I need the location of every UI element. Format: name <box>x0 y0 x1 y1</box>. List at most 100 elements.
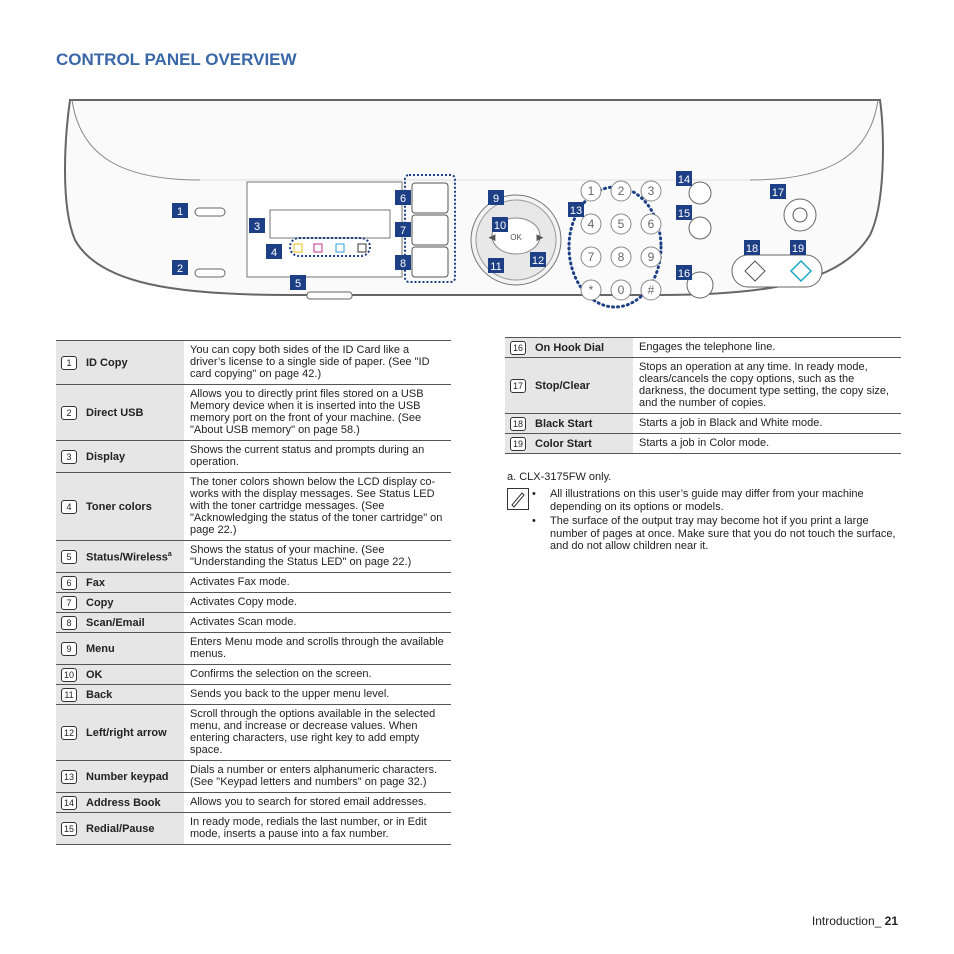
ok-button-label: OK <box>510 233 522 242</box>
toner-magenta-icon <box>313 243 323 253</box>
row-number-cell: 1 <box>56 340 82 385</box>
feature-description: Shows the status of your machine. (See "… <box>184 540 451 573</box>
row-number-badge: 18 <box>510 416 526 431</box>
table-row: 15 Redial/Pause In ready mode, redials the… <box>56 812 451 845</box>
feature-name: Left/right arrow <box>82 704 184 761</box>
row-number-cell: 4 <box>56 472 82 541</box>
id-copy-button[interactable] <box>194 207 226 217</box>
row-number-badge: 4 <box>61 499 77 514</box>
feature-description: Engages the telephone line. <box>633 337 901 358</box>
keypad-key[interactable] <box>580 279 602 301</box>
keypad-key-label: 7 <box>588 250 595 264</box>
keypad-key[interactable] <box>610 213 632 235</box>
callout-number: 13 <box>570 205 582 217</box>
callout-badge <box>266 244 282 259</box>
feature-name-text: Status/Wireless <box>86 551 168 564</box>
row-number-badge: 6 <box>61 575 77 590</box>
row-number-badge: 1 <box>61 355 77 370</box>
redial-pause-button[interactable] <box>688 216 712 240</box>
keypad-key[interactable] <box>640 213 662 235</box>
feature-description: Starts a job in Black and White mode. <box>633 413 901 434</box>
keypad-key[interactable] <box>610 180 632 202</box>
copy-button[interactable] <box>411 214 449 246</box>
keypad-key[interactable] <box>580 180 602 202</box>
feature-name: Direct USB <box>82 384 184 441</box>
feature-name-text: Redial/Pause <box>86 822 155 835</box>
keypad-key[interactable] <box>640 279 662 301</box>
keypad-key-label: 2 <box>618 184 625 198</box>
callout-badge <box>395 222 411 237</box>
feature-name: Fax <box>82 572 184 593</box>
black-start-button[interactable] <box>744 260 766 282</box>
note-pencil-icon <box>507 488 529 510</box>
feature-description: You can copy both sides of the ID Card l… <box>184 340 451 385</box>
callout-badge <box>488 258 504 273</box>
feature-name-text: Display <box>86 450 126 463</box>
callout-number: 2 <box>177 263 183 275</box>
feature-name: Number keypad <box>82 760 184 793</box>
feature-name-text: Fax <box>86 576 105 589</box>
callout-number: 17 <box>772 187 784 199</box>
right-arrow-icon[interactable]: ▶ <box>537 232 544 242</box>
row-number-cell: 16 <box>505 337 531 358</box>
feature-description: Sends you back to the upper menu level. <box>184 684 451 705</box>
keypad-key[interactable] <box>580 246 602 268</box>
row-number-badge: 5 <box>61 549 77 564</box>
keypad-key[interactable] <box>610 279 632 301</box>
page-footer: Introduction_ 21 <box>812 914 898 928</box>
page-title: CONTROL PANEL OVERVIEW <box>56 50 297 69</box>
feature-name-text: Scan/Email <box>86 616 145 629</box>
callout-number: 5 <box>295 278 301 290</box>
feature-description: In ready mode, redials the last number, … <box>184 812 451 845</box>
color-start-button[interactable] <box>789 259 813 283</box>
address-book-button[interactable] <box>688 181 712 205</box>
fax-button[interactable] <box>411 182 449 214</box>
feature-description: Shows the current status and prompts dur… <box>184 440 451 473</box>
left-arrow-icon[interactable]: ◀ <box>489 232 496 242</box>
direct-usb-button[interactable] <box>194 268 226 278</box>
feature-name: Black Start <box>531 413 633 434</box>
feature-description: Confirms the selection on the screen. <box>184 664 451 685</box>
callout-badge <box>568 202 584 217</box>
stop-clear-button[interactable] <box>783 198 817 232</box>
toner-black-icon <box>357 243 367 253</box>
feature-name-text: Left/right arrow <box>86 726 167 739</box>
feature-name: Color Start <box>531 433 633 454</box>
row-number-badge: 11 <box>61 687 77 702</box>
callout-badge <box>249 218 265 233</box>
callout-number: 1 <box>177 206 183 218</box>
on-hook-dial-button[interactable] <box>686 271 714 299</box>
row-number-badge: 15 <box>61 821 77 836</box>
keypad-key[interactable] <box>640 246 662 268</box>
row-number-cell: 13 <box>56 760 82 793</box>
stop-icon <box>792 207 808 223</box>
row-number-badge: 9 <box>61 641 77 656</box>
callout-number: 11 <box>490 261 501 273</box>
feature-description: Scroll through the options available in … <box>184 704 451 761</box>
row-number-cell: 17 <box>505 357 531 414</box>
row-number-cell: 18 <box>505 413 531 434</box>
callout-badge <box>395 190 411 205</box>
keypad-key-label: 6 <box>648 217 655 231</box>
feature-description: Activates Scan mode. <box>184 612 451 633</box>
feature-description: Stops an operation at any time. In ready… <box>633 357 901 414</box>
scan-button[interactable] <box>411 246 449 278</box>
row-number-cell: 8 <box>56 612 82 633</box>
keypad-key[interactable] <box>610 246 632 268</box>
callout-badge <box>488 190 504 205</box>
toner-yellow-icon <box>293 243 303 253</box>
keypad-key[interactable] <box>640 180 662 202</box>
keypad-key[interactable] <box>580 213 602 235</box>
feature-name: Scan/Email <box>82 612 184 633</box>
